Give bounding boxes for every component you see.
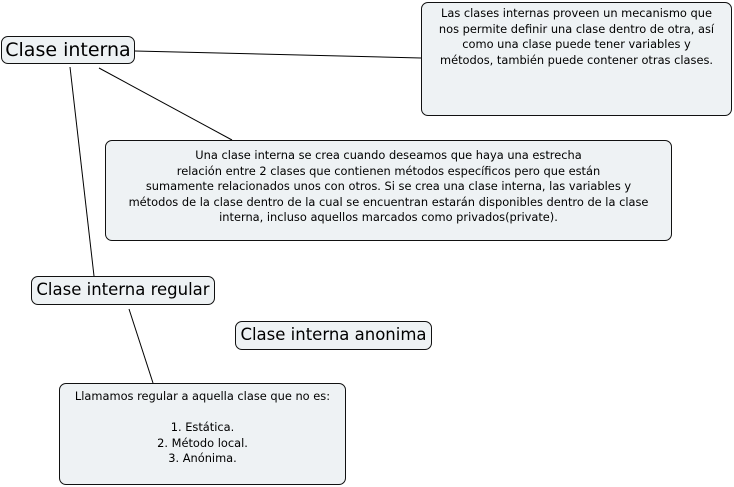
note-list-item: 2. Método local. bbox=[157, 435, 248, 450]
connector-regular-to-note bbox=[128, 308, 154, 384]
connector-main-to-regular bbox=[69, 66, 95, 277]
concept-label: Clase interna bbox=[5, 38, 131, 61]
note-list-item: 3. Anónima. bbox=[168, 451, 237, 465]
note-line: métodos de la clase dentro de la cual se… bbox=[128, 194, 649, 209]
concept-label: Clase interna regular bbox=[36, 280, 210, 300]
note-line: Las clases internas proveen un mecanismo… bbox=[441, 6, 712, 20]
note-list-item: 1. Estática. bbox=[170, 420, 235, 434]
note-line: relación entre 2 clases que contienen mé… bbox=[176, 163, 601, 178]
note-line: interna, incluso aquellos marcados como … bbox=[219, 210, 558, 224]
note-line: nos permite definir una clase dentro de … bbox=[438, 21, 715, 36]
note-line: sumamente relacionados unos con otros. S… bbox=[145, 179, 632, 193]
concept-clase-interna-regular[interactable]: Clase interna regular bbox=[31, 276, 215, 305]
note-spacer bbox=[60, 405, 345, 421]
connector-main-to-description bbox=[98, 67, 233, 141]
concept-clase-interna-anonima[interactable]: Clase interna anonima bbox=[235, 321, 432, 350]
note-intro: Llamamos regular a aquella clase que no … bbox=[74, 389, 331, 403]
definition-note[interactable]: Las clases internas proveen un mecanismo… bbox=[421, 2, 732, 116]
concept-clase-interna[interactable]: Clase interna bbox=[1, 36, 135, 64]
note-line: como una clase puede tener variables y bbox=[462, 37, 691, 51]
note-line: Una clase interna se crea cuando deseamo… bbox=[195, 148, 582, 162]
note-line: métodos, también puede contener otras cl… bbox=[439, 52, 714, 67]
regular-class-note[interactable]: Llamamos regular a aquella clase que no … bbox=[59, 383, 346, 485]
connector-main-to-definition bbox=[134, 50, 422, 59]
concept-label: Clase interna anonima bbox=[240, 325, 427, 345]
description-note[interactable]: Una clase interna se crea cuando deseamo… bbox=[105, 140, 672, 241]
